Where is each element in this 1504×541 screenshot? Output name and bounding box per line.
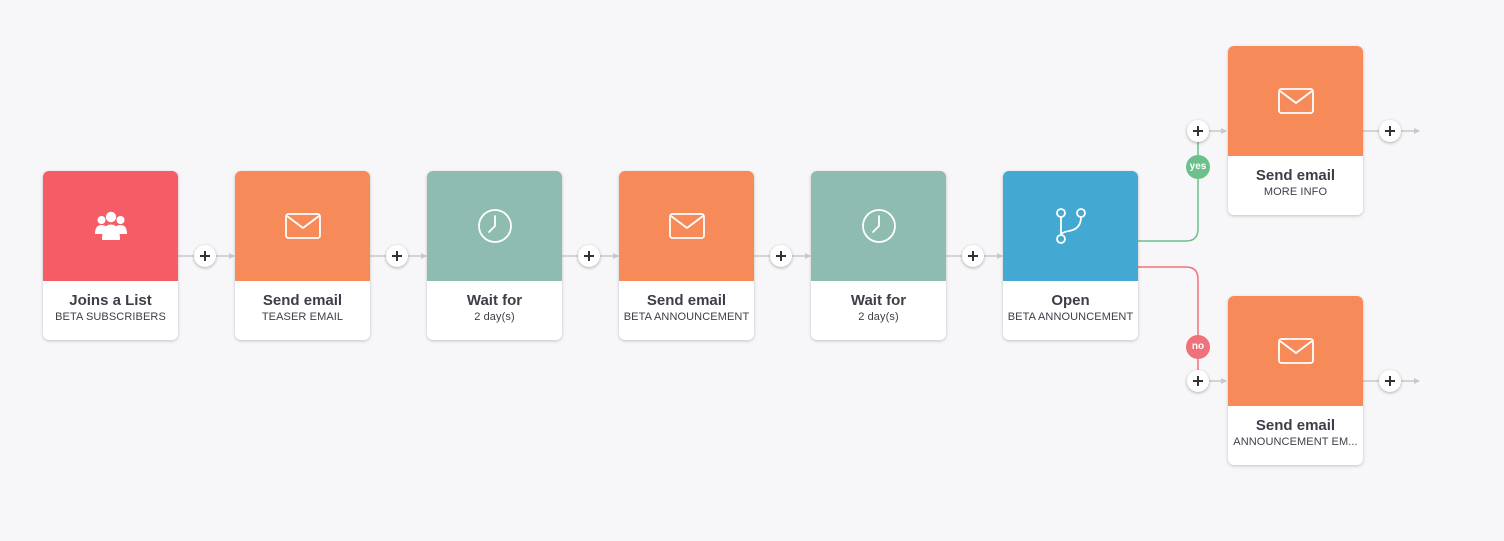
- node-subtitle: TEASER EMAIL: [261, 311, 344, 323]
- plus-icon: [584, 251, 594, 261]
- plus-icon: [776, 251, 786, 261]
- clock-icon: [477, 208, 513, 244]
- send-email-node-more-info[interactable]: Send email MORE INFO: [1228, 46, 1363, 215]
- node-subtitle: MORE INFO: [1263, 186, 1328, 198]
- plus-icon: [968, 251, 978, 261]
- plus-icon: [392, 251, 402, 261]
- node-title: Wait for: [466, 292, 523, 309]
- node-title: Send email: [1255, 167, 1336, 184]
- branch-icon: [1054, 207, 1088, 245]
- add-step-button[interactable]: [770, 245, 792, 267]
- node-subtitle: BETA SUBSCRIBERS: [55, 311, 166, 323]
- clock-icon: [861, 208, 897, 244]
- node-subtitle: BETA ANNOUNCEMENT: [623, 311, 750, 323]
- condition-node-header: [1003, 171, 1138, 281]
- add-step-button[interactable]: [962, 245, 984, 267]
- condition-node-open[interactable]: Open BETA ANNOUNCEMENT: [1003, 171, 1138, 340]
- node-title: Send email: [1255, 417, 1336, 434]
- wait-node-header: [427, 171, 562, 281]
- send-email-node-teaser[interactable]: Send email TEASER EMAIL: [235, 171, 370, 340]
- node-title: Send email: [262, 292, 343, 309]
- email-node-header: [1228, 296, 1363, 406]
- trigger-node-joins-list[interactable]: Joins a List BETA SUBSCRIBERS: [43, 171, 178, 340]
- node-subtitle: 2 day(s): [474, 311, 515, 323]
- envelope-icon: [284, 213, 321, 239]
- add-step-button[interactable]: [578, 245, 600, 267]
- envelope-icon: [668, 213, 705, 239]
- node-title: Open: [1051, 292, 1090, 309]
- node-title: Joins a List: [69, 292, 152, 309]
- node-title: Send email: [646, 292, 727, 309]
- yes-branch-badge: yes: [1186, 155, 1210, 179]
- plus-icon: [1193, 126, 1203, 136]
- send-email-node-beta-announcement[interactable]: Send email BETA ANNOUNCEMENT: [619, 171, 754, 340]
- email-node-header: [619, 171, 754, 281]
- add-step-button[interactable]: [386, 245, 408, 267]
- plus-icon: [200, 251, 210, 261]
- node-subtitle: 2 day(s): [858, 311, 899, 323]
- no-branch-badge: no: [1186, 335, 1210, 359]
- plus-icon: [1193, 376, 1203, 386]
- send-email-node-announcement[interactable]: Send email ANNOUNCEMENT EM...: [1228, 296, 1363, 465]
- envelope-icon: [1277, 88, 1314, 114]
- add-step-button[interactable]: [194, 245, 216, 267]
- plus-icon: [1385, 126, 1395, 136]
- wait-node-first[interactable]: Wait for 2 day(s): [427, 171, 562, 340]
- node-subtitle: BETA ANNOUNCEMENT: [1007, 311, 1134, 323]
- envelope-icon: [1277, 338, 1314, 364]
- email-node-header: [1228, 46, 1363, 156]
- wait-node-header: [811, 171, 946, 281]
- add-step-button-after-more-info[interactable]: [1379, 120, 1401, 142]
- add-step-button-after-announcement[interactable]: [1379, 370, 1401, 392]
- add-step-button-yes-branch[interactable]: [1187, 120, 1209, 142]
- users-icon: [93, 209, 129, 243]
- node-subtitle: ANNOUNCEMENT EM...: [1233, 436, 1358, 448]
- trigger-node-header: [43, 171, 178, 281]
- node-title: Wait for: [850, 292, 907, 309]
- add-step-button-no-branch[interactable]: [1187, 370, 1209, 392]
- plus-icon: [1385, 376, 1395, 386]
- wait-node-second[interactable]: Wait for 2 day(s): [811, 171, 946, 340]
- email-node-header: [235, 171, 370, 281]
